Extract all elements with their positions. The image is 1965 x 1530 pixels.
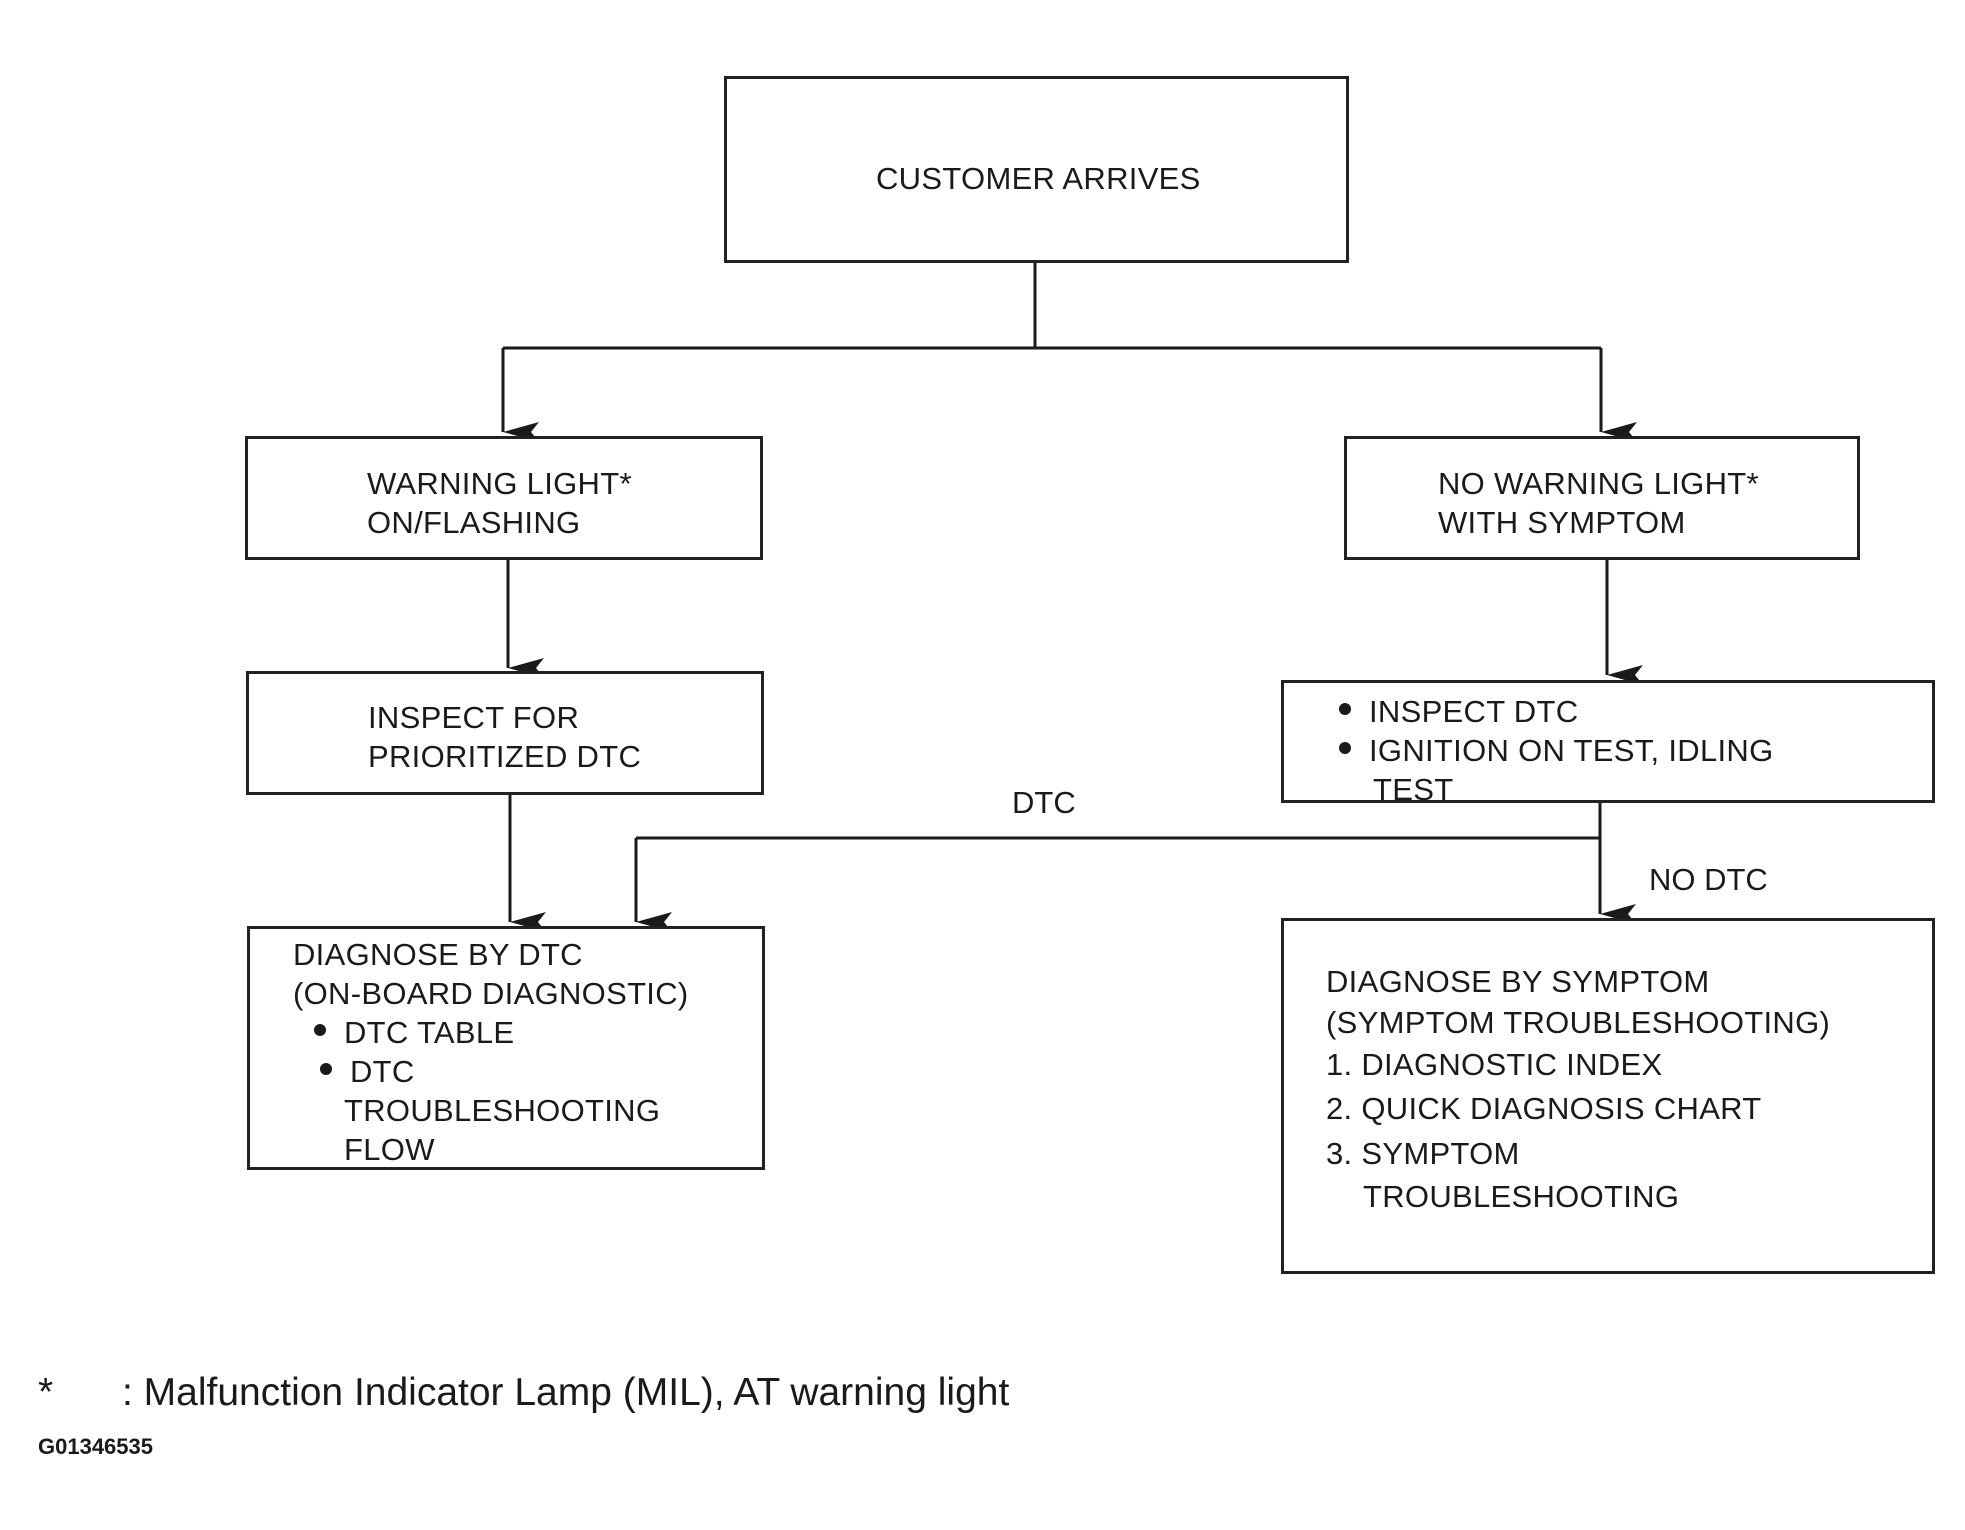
warning-light-box: WARNING LIGHT* ON/FLASHING <box>245 436 763 560</box>
diagnose-dtc-bullet-2-line-2: TROUBLESHOOTING <box>344 1093 661 1128</box>
diagnose-dtc-bullet-1: DTC TABLE <box>314 1013 689 1052</box>
diagnose-dtc-title-line-2: (ON-BOARD DIAGNOSTIC) <box>293 976 689 1011</box>
figure-id: G01346535 <box>38 1434 153 1459</box>
inspect-dtc-box: INSPECT DTC IGNITION ON TEST, IDLING TES… <box>1281 680 1935 807</box>
diagnose-dtc-bullet-2-line-3: FLOW <box>344 1132 435 1167</box>
inspect-dtc-bullet-2-line-2: TEST <box>1373 772 1454 807</box>
diagnose-dtc-bullet-2-line-1: DTC <box>320 1052 689 1091</box>
inspect-prioritized-line-2: PRIORITIZED DTC <box>368 739 642 774</box>
diagnose-symptom-item-3-continuation: TROUBLESHOOTING <box>1363 1179 1680 1214</box>
warning-light-line-2: ON/FLASHING <box>367 505 581 540</box>
inspect-dtc-bullet-2-line-1: IGNITION ON TEST, IDLING <box>1339 733 1774 768</box>
footnote-symbol: * <box>38 1371 54 1414</box>
edge-label-dtc: DTC <box>1012 785 1076 820</box>
no-warning-light-line-2: WITH SYMPTOM <box>1438 505 1686 540</box>
footnote: * : Malfunction Indicator Lamp (MIL), AT … <box>38 1370 1009 1416</box>
customer-arrives-box: CUSTOMER ARRIVES <box>724 76 1349 263</box>
diagnose-symptom-item-1: 1. DIAGNOSTIC INDEX <box>1326 1047 1663 1082</box>
diagnose-by-dtc-box: DIAGNOSE BY DTC (ON-BOARD DIAGNOSTIC) DT… <box>247 926 765 1170</box>
diagnose-by-symptom-box: DIAGNOSE BY SYMPTOM (SYMPTOM TROUBLESHOO… <box>1281 918 1935 1274</box>
inspect-dtc-bullet-1: INSPECT DTC <box>1339 692 1774 731</box>
edge-label-no-dtc: NO DTC <box>1649 862 1768 897</box>
diagnose-symptom-item-2: 2. QUICK DIAGNOSIS CHART <box>1326 1091 1762 1126</box>
footnote-text: : Malfunction Indicator Lamp (MIL), AT w… <box>122 1371 1010 1414</box>
no-warning-light-line-1: NO WARNING LIGHT* <box>1438 466 1759 501</box>
warning-light-line-1: WARNING LIGHT* <box>367 466 632 501</box>
no-warning-light-box: NO WARNING LIGHT* WITH SYMPTOM <box>1344 436 1860 560</box>
inspect-prioritized-dtc-box: INSPECT FOR PRIORITIZED DTC <box>246 671 764 795</box>
diagnose-symptom-item-3: 3. SYMPTOM <box>1326 1136 1520 1171</box>
diagnose-symptom-title-line-2: (SYMPTOM TROUBLESHOOTING) <box>1326 1005 1831 1040</box>
inspect-prioritized-line-1: INSPECT FOR <box>368 700 580 735</box>
diagnose-symptom-title-line-1: DIAGNOSE BY SYMPTOM <box>1326 964 1710 999</box>
diagnose-dtc-title-line-1: DIAGNOSE BY DTC <box>293 937 583 972</box>
customer-arrives-label: CUSTOMER ARRIVES <box>876 161 1201 196</box>
